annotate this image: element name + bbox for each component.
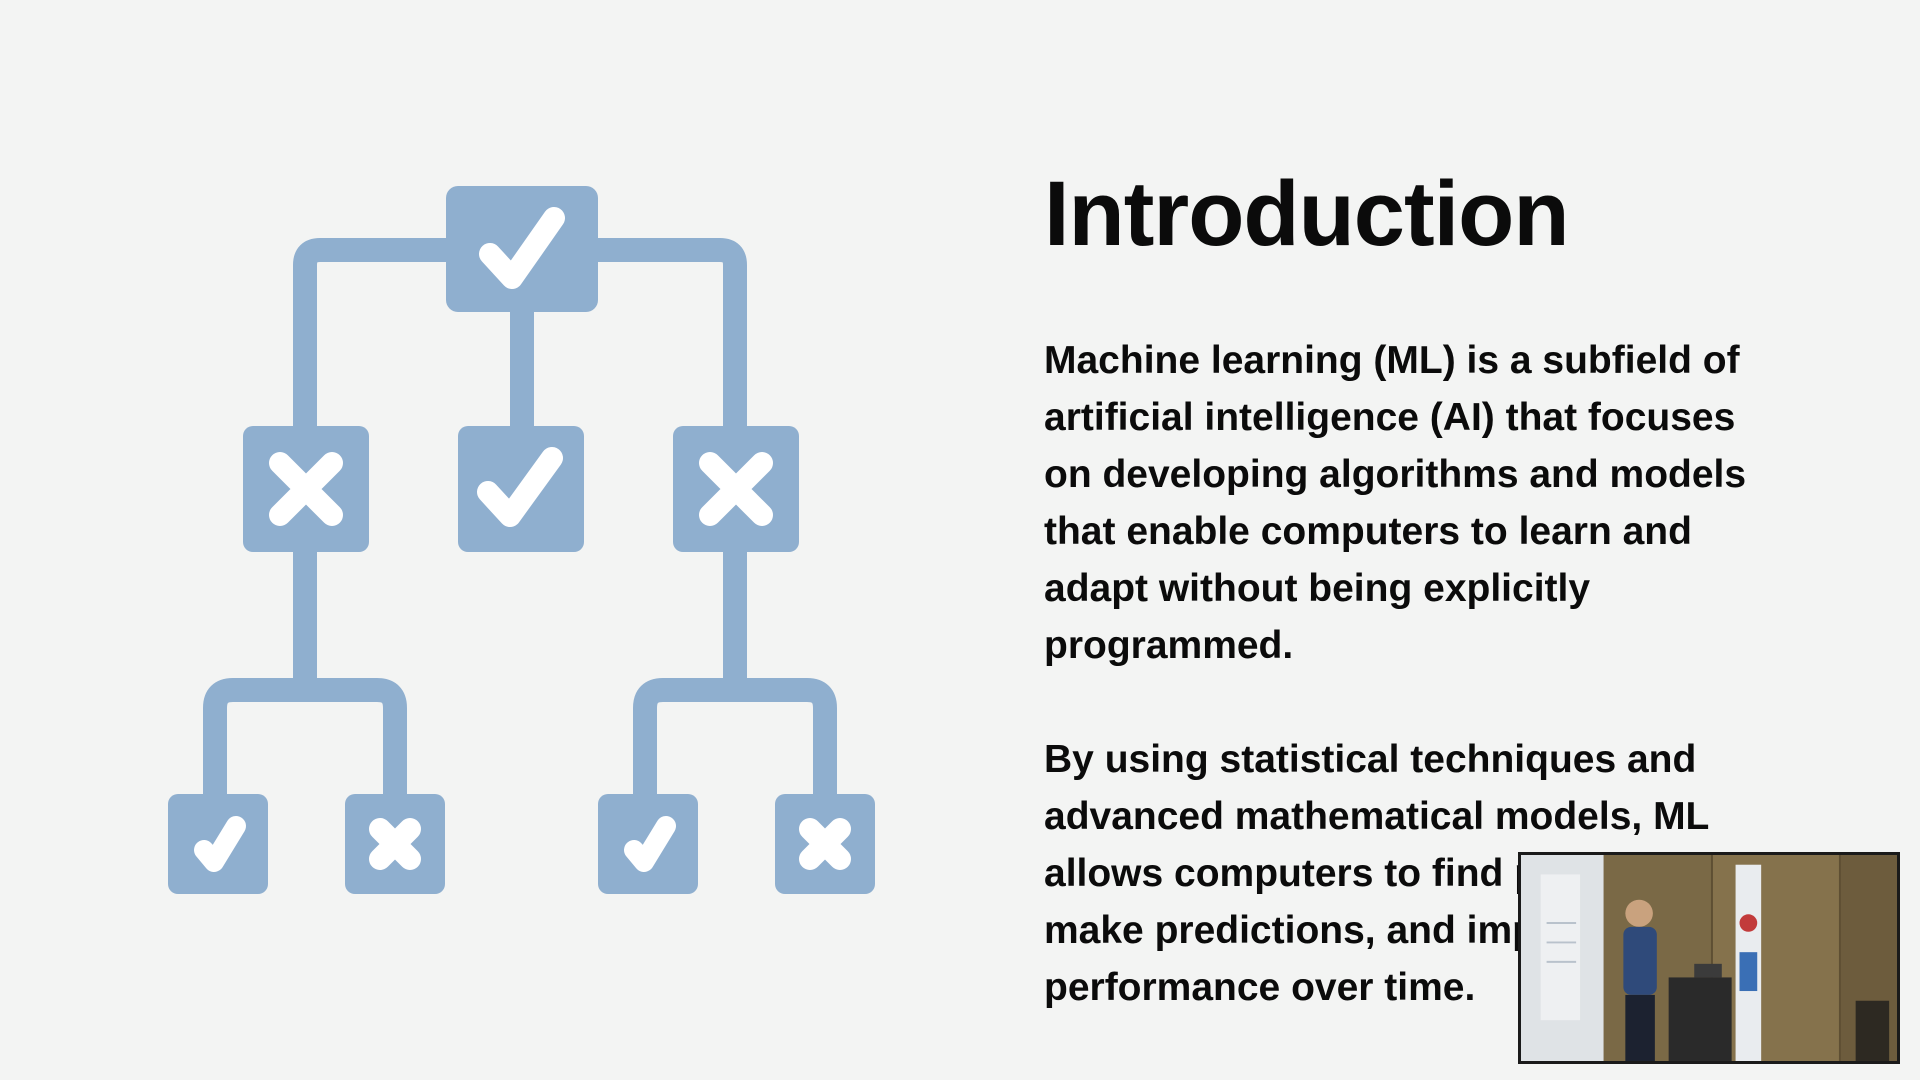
connector-left-leaves — [203, 678, 407, 810]
slide-title: Introduction — [1044, 163, 1570, 265]
check-icon — [479, 207, 565, 289]
connector-root-right — [590, 238, 747, 490]
node-leaf-1 — [168, 794, 268, 894]
node-level2-right — [673, 426, 799, 552]
decision-tree-icon — [168, 186, 875, 894]
cross-icon — [799, 818, 851, 870]
node-leaf-4 — [775, 794, 875, 894]
cross-icon — [269, 452, 343, 526]
cross-icon — [369, 818, 421, 870]
check-icon — [477, 447, 563, 527]
node-level2-left — [243, 426, 369, 552]
cross-icon — [699, 452, 773, 526]
speaker-video-feed-icon — [1521, 855, 1897, 1061]
connector-root-left — [293, 238, 450, 490]
node-root — [446, 186, 598, 312]
node-level2-middle — [458, 426, 584, 552]
speaker-video-overlay[interactable] — [1518, 852, 1900, 1064]
intro-paragraph-1: Machine learning (ML) is a subfield of a… — [1044, 339, 1747, 667]
connector-right-leaves — [633, 678, 837, 810]
check-icon — [624, 816, 676, 872]
node-leaf-3 — [598, 794, 698, 894]
check-icon — [194, 816, 246, 872]
decision-tree-diagram — [150, 170, 910, 910]
node-leaf-2 — [345, 794, 445, 894]
